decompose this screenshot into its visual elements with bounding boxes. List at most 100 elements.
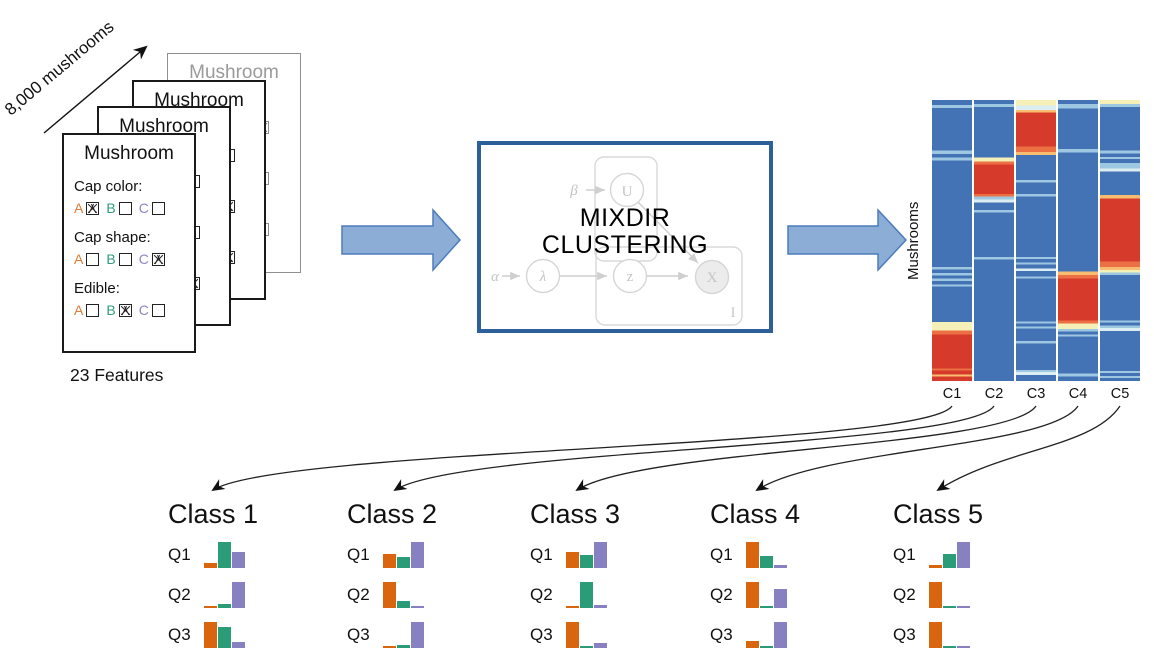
graphical-model: β U α λ z X I — [491, 156, 743, 326]
bar — [411, 542, 424, 568]
bar — [580, 555, 593, 568]
answer-distribution-chart — [566, 621, 607, 648]
checkbox[interactable] — [118, 252, 132, 266]
cluster-label: C3 — [1026, 386, 1046, 402]
bar — [957, 646, 970, 648]
card-title: Mushroom — [189, 62, 279, 83]
option-letter: A — [74, 251, 84, 267]
answer-distribution-chart — [204, 581, 245, 608]
answer-distribution-chart — [383, 621, 424, 648]
question-label: Edible: — [74, 280, 120, 297]
option-letter: C — [138, 251, 149, 267]
bar — [943, 606, 956, 608]
question-label: Q2 — [347, 585, 370, 604]
option-letter: C — [138, 200, 149, 216]
bar — [774, 589, 787, 608]
bar — [929, 622, 942, 648]
answer-distribution-chart — [746, 581, 787, 608]
question-label: Q1 — [893, 545, 916, 564]
question-label: Q3 — [168, 625, 191, 644]
bar — [218, 542, 231, 568]
label-alpha: α — [491, 269, 500, 285]
cluster-to-class-arrows — [211, 405, 1121, 492]
question-label: Q1 — [347, 545, 370, 564]
bar — [397, 645, 410, 648]
question-label: Q1 — [530, 545, 553, 564]
label-plate-i: I — [731, 305, 736, 321]
bar — [774, 565, 787, 568]
bar — [746, 542, 759, 568]
question-label: Q2 — [710, 585, 733, 604]
label-z: z — [627, 269, 634, 285]
bar — [232, 552, 245, 568]
bar — [218, 604, 231, 608]
bar — [943, 646, 956, 648]
cluster-arrow — [575, 405, 1037, 492]
bar — [943, 554, 956, 568]
heatmap-column — [1016, 100, 1056, 381]
checkbox[interactable] — [86, 303, 100, 317]
block-arrow-left — [341, 208, 462, 272]
bar — [580, 646, 593, 648]
cluster-arrow — [755, 405, 1079, 492]
class-title: Class 1 — [168, 499, 259, 529]
label-lambda: λ — [539, 269, 547, 285]
question-label: Q3 — [710, 625, 733, 644]
checkbox-checked[interactable] — [118, 303, 132, 317]
class-title: Class 2 — [347, 499, 438, 529]
checkbox-checked[interactable] — [151, 252, 165, 266]
answer-distribution-chart — [566, 581, 607, 608]
option-letter: A — [74, 302, 84, 318]
question-label: Q3 — [893, 625, 916, 644]
class-title: Class 4 — [710, 499, 801, 529]
cluster-arrow — [211, 405, 953, 492]
heatmap-ylabel: Mushrooms — [905, 201, 922, 280]
heatmap-column — [932, 100, 972, 381]
bar — [594, 542, 607, 568]
bar — [566, 552, 579, 568]
option-letter: C — [138, 302, 149, 318]
cluster-label: C5 — [1110, 386, 1130, 402]
node-lambda — [525, 258, 561, 294]
card-title: Mushroom — [84, 143, 174, 164]
bar — [594, 643, 607, 648]
node-z — [612, 258, 648, 294]
bar — [594, 605, 607, 608]
bar — [411, 622, 424, 648]
answer-distribution-chart — [383, 581, 424, 608]
checkbox[interactable] — [151, 201, 165, 215]
label-beta: β — [569, 183, 578, 199]
plate-i — [595, 246, 743, 326]
question-label: Q2 — [530, 585, 553, 604]
class-title: Class 5 — [893, 499, 984, 529]
mixdir-box: β U α λ z X I MIXDIR CLUSTERING — [477, 141, 773, 333]
dataset-size-label: 8,000 mushrooms — [1, 17, 118, 120]
bar — [566, 606, 579, 608]
checkbox[interactable] — [118, 201, 132, 215]
bar — [929, 565, 942, 568]
answer-distribution-chart — [383, 541, 424, 568]
checkbox[interactable] — [151, 303, 165, 317]
option-letter: B — [106, 251, 116, 267]
cluster-label: C1 — [942, 386, 962, 402]
answer-distribution-chart — [204, 541, 245, 568]
bar — [929, 582, 942, 608]
card-title: Mushroom — [154, 90, 244, 111]
bar — [774, 622, 787, 648]
question-label: Q3 — [347, 625, 370, 644]
checkbox[interactable] — [86, 252, 100, 266]
mixdir-title: MIXDIR CLUSTERING — [541, 204, 709, 259]
bar — [204, 606, 217, 608]
checkbox-checked[interactable] — [86, 201, 100, 215]
heatmap-column — [974, 100, 1014, 381]
bar — [746, 582, 759, 608]
bar — [204, 563, 217, 568]
question-label: Q2 — [168, 585, 191, 604]
answer-distribution-chart — [566, 541, 607, 568]
answer-distribution-chart — [929, 621, 970, 648]
